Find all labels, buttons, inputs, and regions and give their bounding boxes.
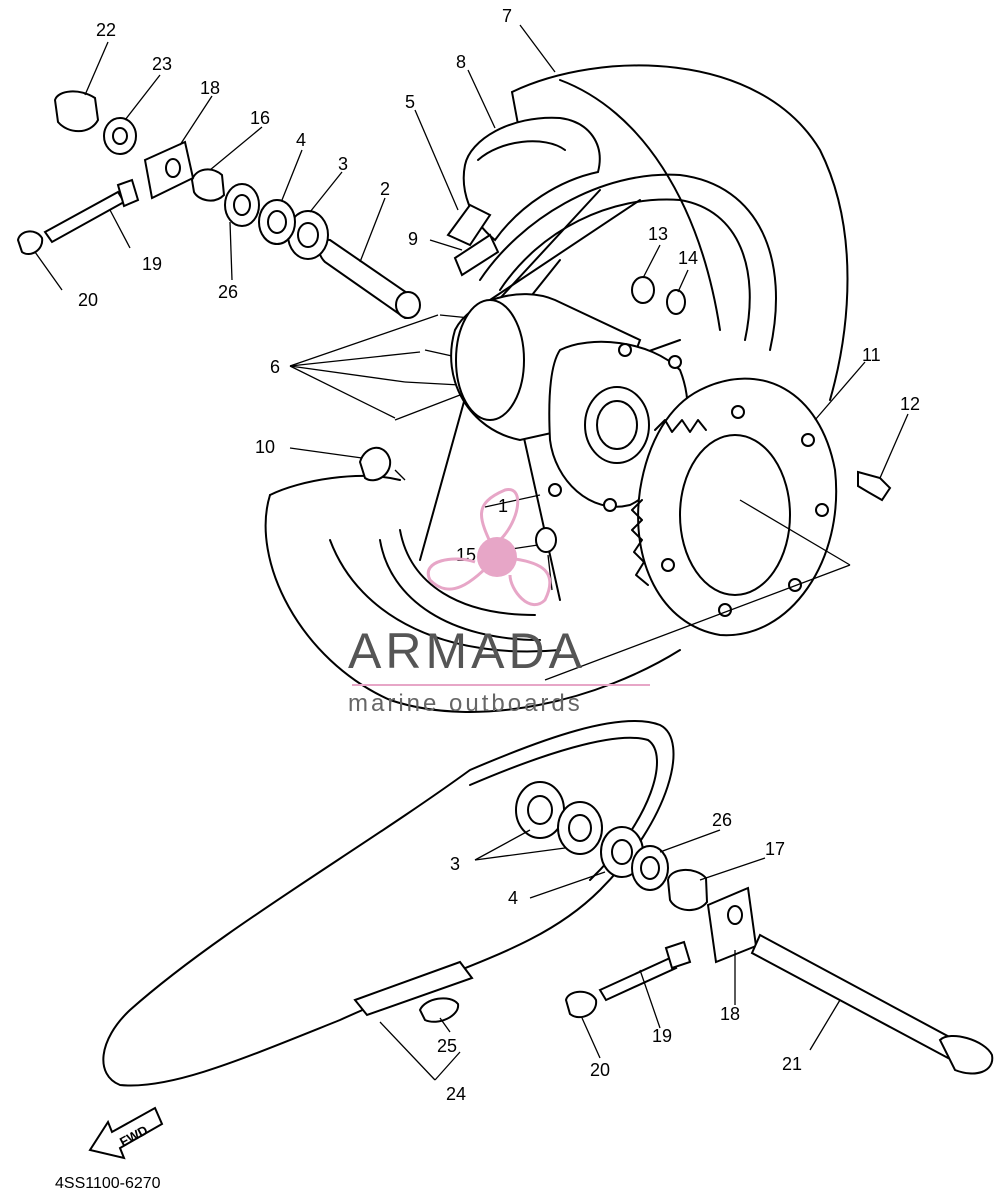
leader-lines (34, 24, 909, 1081)
callout-12: 12 (900, 394, 920, 414)
callout-13: 13 (648, 224, 668, 244)
callout-2: 2 (380, 179, 390, 199)
callout-20: 20 (78, 290, 98, 310)
lower-hardware (564, 886, 994, 1075)
rim-band (446, 203, 500, 277)
drive-chain (102, 720, 675, 1087)
callout-26-lower: 26 (712, 810, 732, 830)
callout-5: 5 (405, 92, 415, 112)
callout-21: 21 (782, 1054, 802, 1074)
callout-4: 4 (296, 130, 306, 150)
callout-18: 18 (200, 78, 220, 98)
watermark-brand: ARMADA (348, 623, 586, 679)
rim (379, 173, 777, 641)
callout-labels: 1 2 3 4 5 6 7 8 9 10 11 12 13 14 15 16 1… (78, 6, 920, 1104)
callout-4-lower: 4 (508, 888, 518, 908)
watermark-tagline: marine outboards (348, 690, 583, 717)
axle-collar (318, 238, 421, 320)
callout-26: 26 (218, 282, 238, 302)
callout-19-lower: 19 (652, 1026, 672, 1046)
callout-7: 7 (502, 6, 512, 26)
callout-6: 6 (270, 357, 280, 377)
callout-18-lower: 18 (720, 1004, 740, 1024)
callout-24: 24 (446, 1084, 466, 1104)
callout-11: 11 (862, 345, 881, 365)
callout-1: 1 (498, 496, 508, 516)
valve (358, 446, 406, 482)
callout-23: 23 (152, 54, 172, 74)
part-code: 4SS1100-6270 (55, 1175, 161, 1192)
forward-arrow: FWD (88, 1106, 164, 1160)
hub (450, 293, 689, 512)
sprocket (544, 377, 851, 681)
lower-bearings (515, 781, 709, 911)
callout-17: 17 (765, 839, 785, 859)
propeller-logo-icon (426, 488, 552, 607)
callout-9: 9 (408, 229, 418, 249)
callout-16: 16 (250, 108, 270, 128)
callout-14: 14 (678, 248, 698, 268)
tire (264, 64, 849, 713)
callout-19: 19 (142, 254, 162, 274)
callout-10: 10 (255, 437, 275, 457)
chain-joint (418, 997, 460, 1023)
callout-8: 8 (456, 52, 466, 72)
upper-hardware (16, 90, 195, 256)
callout-3-lower: 3 (450, 854, 460, 874)
callout-20-lower: 20 (590, 1060, 610, 1080)
sprocket-fasteners (535, 276, 892, 591)
upper-bearings (190, 168, 329, 260)
callout-3: 3 (338, 154, 348, 174)
watermark-divider (352, 684, 650, 686)
callout-22: 22 (96, 20, 116, 40)
callout-25: 25 (437, 1036, 457, 1056)
